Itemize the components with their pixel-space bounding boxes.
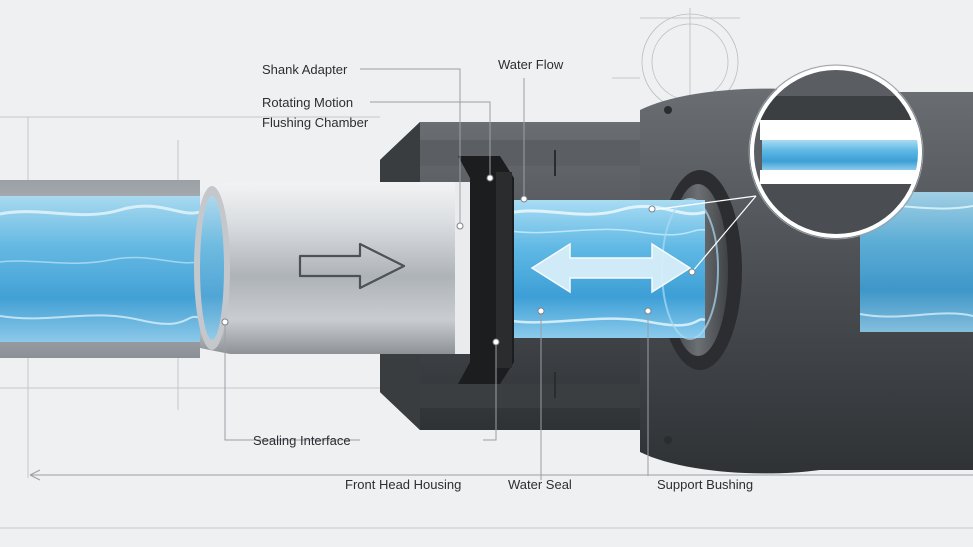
bidirectional-arrow-icon <box>530 242 692 294</box>
water-seal <box>458 156 514 384</box>
leader-lines <box>29 68 973 481</box>
drill-rod-tube <box>0 180 201 358</box>
label-sealing-interface: Sealing Interface <box>253 433 351 448</box>
label-shank-adapter: Shank Adapter <box>262 62 348 77</box>
flow-arrow-icon <box>298 242 406 290</box>
label-water-flow: Water Flow <box>498 57 564 72</box>
leader-dots <box>221 174 696 346</box>
label-rotating-motion: Rotating Motion <box>262 95 354 110</box>
magnifier-inset <box>651 64 924 273</box>
label-water-seal: Water Seal <box>508 477 572 492</box>
label-front-head-housing: Front Head Housing <box>345 477 462 492</box>
label-flushing-chamber: Flushing Chamber <box>262 115 369 130</box>
label-support-bushing: Support Bushing <box>657 477 754 492</box>
shank-adapter-shaft <box>194 182 473 354</box>
